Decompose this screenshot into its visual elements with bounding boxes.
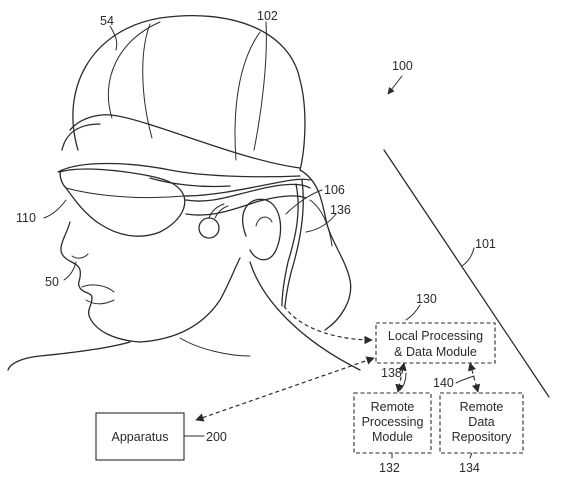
ear (241, 198, 282, 261)
local-processing-line1: Local Processing (388, 329, 483, 343)
head-outline (72, 15, 306, 171)
apparatus-to-local-link (195, 356, 375, 422)
ref-remote-processing: 132 (379, 461, 400, 475)
ref-system: 100 (392, 59, 413, 73)
wire (284, 179, 304, 307)
remote-processing-line3: Module (372, 430, 413, 444)
reference-numerals: 54 102 100 106 110 136 101 50 130 138 14… (16, 9, 496, 475)
face-profile (60, 221, 141, 343)
local-processing-module: Local Processing & Data Module (375, 322, 496, 364)
head-illustration (7, 15, 361, 371)
wire-to-local-link (283, 305, 373, 345)
remote-data-repository: Remote Data Repository (439, 392, 524, 454)
local-processing-line2: & Data Module (394, 345, 477, 359)
system-boundary-line (383, 149, 550, 398)
ref-boundary: 101 (475, 237, 496, 251)
headset-display (57, 162, 311, 239)
ref-local-module: 130 (416, 292, 437, 306)
ref-remote-repository: 134 (459, 461, 480, 475)
speaker (198, 217, 220, 239)
remote-processing-line2: Processing (362, 415, 424, 429)
remote-repository-line3: Repository (452, 430, 512, 444)
local-to-remote-repository-link (467, 362, 481, 393)
apparatus-box: Apparatus (95, 412, 185, 461)
system-arrow (387, 75, 403, 95)
ref-link-remote-processing: 138 (381, 366, 402, 380)
ref-user: 50 (45, 275, 59, 289)
ref-speaker: 106 (324, 183, 345, 197)
local-to-remote-processing-link (395, 362, 407, 393)
remote-processing-module: Remote Processing Module (353, 392, 432, 454)
ref-display-lens: 110 (16, 211, 36, 225)
ref-frame-strap: 102 (257, 9, 278, 23)
ref-head: 54 (100, 14, 114, 28)
ref-apparatus: 200 (206, 430, 227, 444)
remote-repository-line2: Data (468, 415, 494, 429)
apparatus-label: Apparatus (112, 430, 169, 444)
ref-link-remote-repository: 140 (433, 376, 454, 390)
ref-wire: 136 (330, 203, 351, 217)
display-lens (59, 168, 186, 237)
remote-repository-line1: Remote (460, 400, 504, 414)
remote-processing-line1: Remote (371, 400, 415, 414)
data-links (195, 305, 481, 422)
